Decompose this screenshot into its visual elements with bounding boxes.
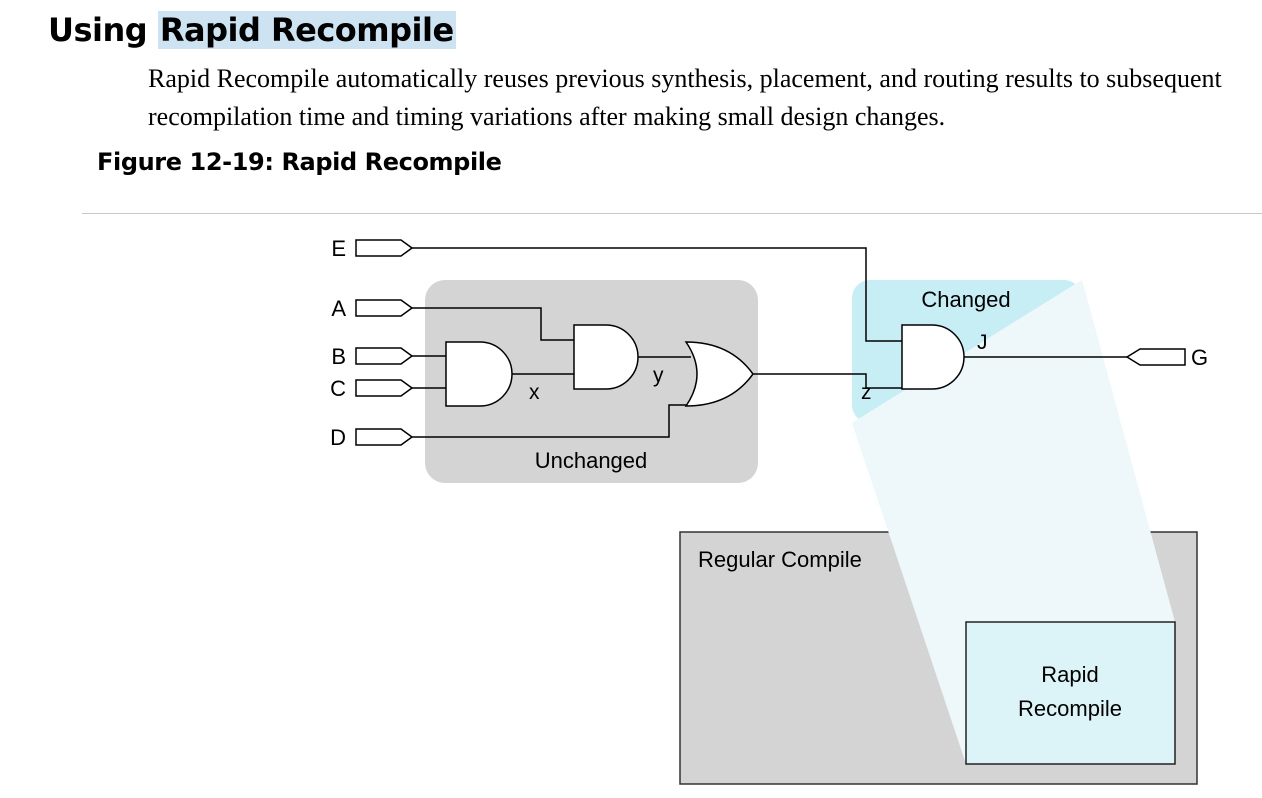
wire-z bbox=[753, 373, 902, 389]
zoom-projection-overlay bbox=[852, 280, 1175, 764]
figure-top-rule bbox=[82, 213, 1262, 214]
net-label-j: J bbox=[977, 331, 988, 354]
input-label-d: D bbox=[330, 425, 346, 450]
wire-a bbox=[412, 307, 574, 341]
changed-label: Changed bbox=[921, 287, 1010, 312]
unchanged-label: Unchanged bbox=[535, 448, 648, 473]
input-label-e: E bbox=[331, 236, 346, 261]
intro-paragraph: Rapid Recompile automatically reuses pre… bbox=[148, 64, 1222, 131]
wire-d bbox=[412, 404, 693, 438]
and-gate-1 bbox=[445, 341, 513, 407]
input-pin-c bbox=[355, 379, 414, 397]
or-gate bbox=[684, 341, 754, 407]
and-gate-3 bbox=[901, 324, 965, 390]
heading-prefix: Using bbox=[48, 11, 148, 49]
figure-caption: Figure 12-19: Rapid Recompile bbox=[97, 148, 502, 176]
logic-gates bbox=[445, 324, 965, 407]
output-pin-g bbox=[1125, 348, 1186, 366]
input-label-a: A bbox=[331, 296, 346, 321]
input-pin-d bbox=[355, 428, 414, 446]
heading-highlight: Rapid Recompile bbox=[157, 11, 456, 49]
input-label-b: B bbox=[331, 344, 346, 369]
net-label-x: x bbox=[529, 381, 540, 404]
net-labels: x y z J bbox=[529, 331, 988, 404]
net-label-z: z bbox=[861, 381, 872, 404]
regular-compile-label: Regular Compile bbox=[698, 547, 862, 572]
output-label-g: G bbox=[1191, 345, 1208, 370]
rapid-label-line2: Recompile bbox=[1018, 696, 1122, 721]
section-heading: Using Rapid Recompile bbox=[48, 8, 456, 52]
input-pin-e bbox=[355, 239, 414, 257]
input-label-c: C bbox=[330, 376, 346, 401]
wire-e bbox=[412, 247, 902, 342]
and-gate-2 bbox=[573, 324, 639, 390]
input-pin-b bbox=[355, 347, 414, 365]
input-pin-a bbox=[355, 299, 414, 317]
input-pins bbox=[355, 239, 414, 446]
rapid-label-line1: Rapid bbox=[1041, 662, 1098, 687]
wires bbox=[412, 247, 1127, 438]
input-labels: E A B C D bbox=[330, 236, 346, 450]
net-label-y: y bbox=[653, 364, 664, 387]
rapid-recompile-box bbox=[965, 621, 1176, 765]
